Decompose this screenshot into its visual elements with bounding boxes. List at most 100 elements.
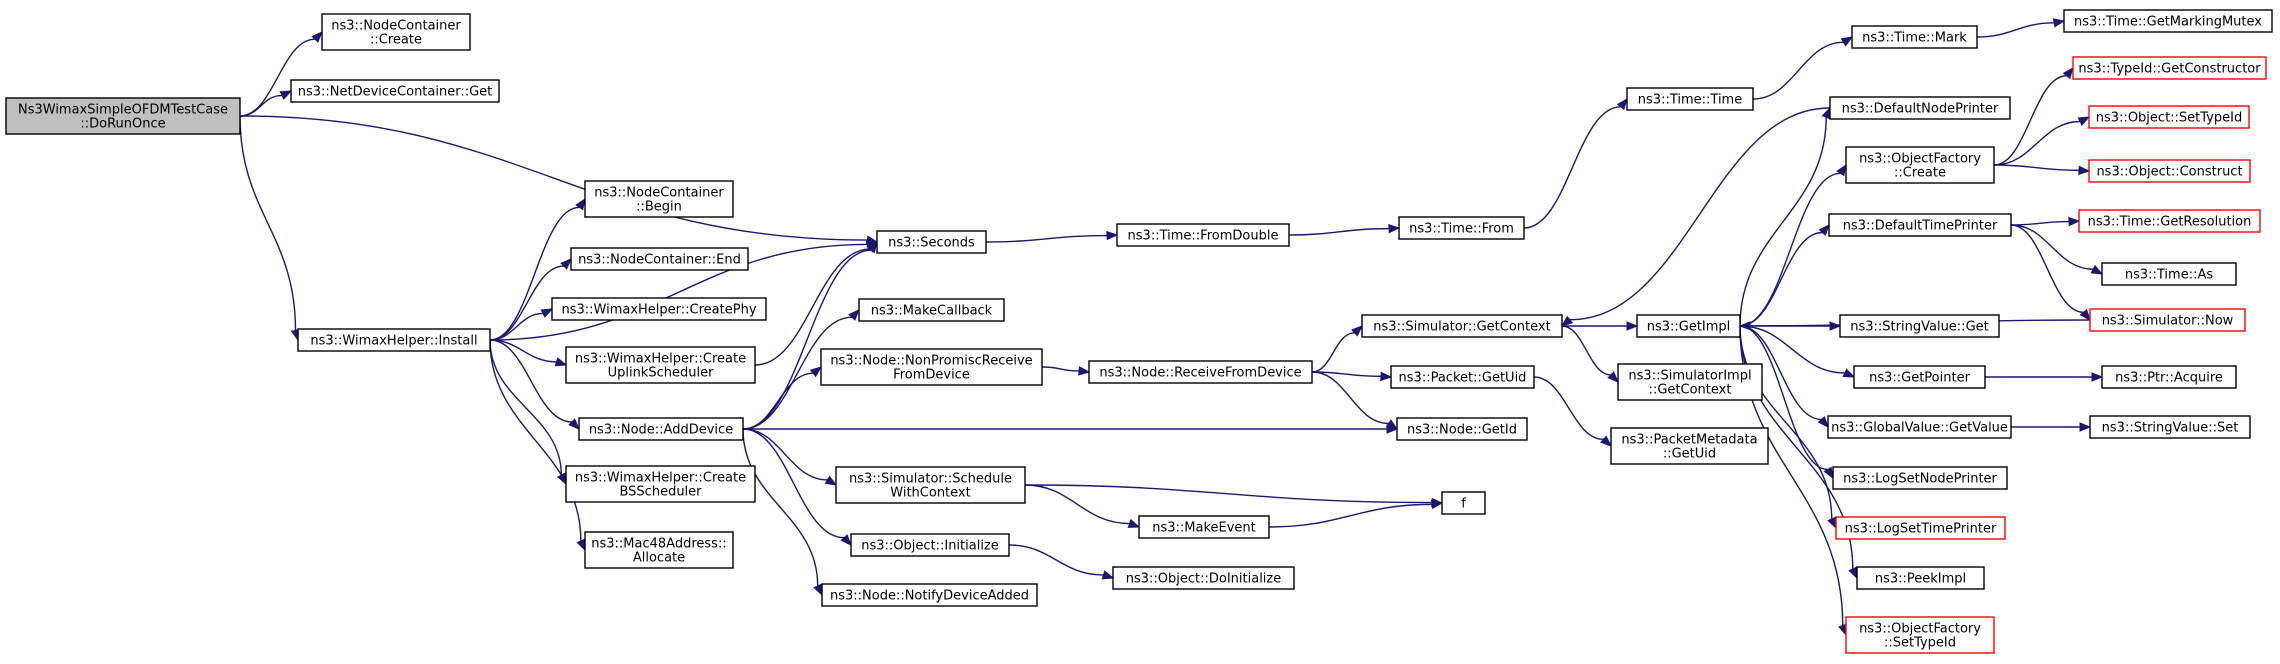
function-node-time-time[interactable]: ns3::Time::Time [1626, 87, 1754, 111]
function-node-root[interactable]: Ns3WimaxSimpleOFDMTestCase::DoRunOnce [5, 97, 241, 135]
node-box [1138, 515, 1270, 539]
function-node-node-getid[interactable]: ns3::Node::GetId [1396, 417, 1528, 441]
edge-line [1739, 325, 1833, 519]
node-label-line: ns3::Time::GetMarkingMutex [2074, 15, 2262, 30]
call-edge-node_adddevice-to-makecallback [742, 309, 860, 430]
call-edge-packet_getuid-to-packetmetadata_getuid [1533, 376, 1613, 447]
node-box [1441, 491, 1486, 515]
call-edge-defaulttimeprinter-to-simulator_now [2010, 224, 2091, 322]
call-edge-time_from-to-time_time [1523, 97, 1628, 229]
function-node-nc-end[interactable]: ns3::NodeContainer::End [570, 247, 749, 271]
edge-line [1993, 164, 2080, 172]
function-node-logsetnodeprinter[interactable]: ns3::LogSetNodePrinter [1832, 466, 2008, 490]
call-edge-root-to-ndc_get [239, 90, 293, 117]
function-node-node-adddevice[interactable]: ns3::Node::AddDevice [578, 417, 744, 441]
edge-line [1739, 325, 1845, 374]
function-node-makeevent[interactable]: ns3::MakeEvent [1138, 515, 1270, 539]
call-edge-root-to-wh_install [239, 115, 300, 342]
function-node-object-initialize[interactable]: ns3::Object::Initialize [850, 533, 1010, 557]
function-node-peekimpl[interactable]: ns3::PeekImpl [1856, 566, 1985, 590]
function-node-simulator-now[interactable]: ns3::Simulator::Now [2089, 308, 2246, 332]
call-edge-time_time-to-time_mark [1752, 36, 1854, 100]
function-node-time-getresolution[interactable]: ns3::Time::GetResolution [2078, 209, 2261, 233]
edge-line [742, 372, 814, 430]
function-node-stringvalue-set[interactable]: ns3::StringValue::Set [2089, 415, 2251, 439]
call-edge-sim_getcontext-to-simimpl_getcontext [1561, 325, 1619, 383]
arrowhead-icon [813, 583, 823, 597]
node-label-line: ns3::ObjectFactory [1859, 622, 1981, 637]
function-nodes: Ns3WimaxSimpleOFDMTestCase::DoRunOncens3… [5, 9, 2273, 654]
node-label-line: ns3::MakeEvent [1152, 521, 1256, 536]
function-node-time-from[interactable]: ns3::Time::From [1398, 216, 1525, 240]
edge-line [1311, 332, 1355, 373]
function-node-object-settypeid[interactable]: ns3::Object::SetTypeId [2088, 105, 2250, 129]
arrowhead-icon [1842, 368, 1856, 378]
edge-line [1311, 371, 1389, 425]
function-node-nc-begin[interactable]: ns3::NodeContainer::Begin [584, 180, 734, 218]
function-node-nc-create[interactable]: ns3::NodeContainer::Create [321, 13, 471, 51]
function-node-ndc-get[interactable]: ns3::NetDeviceContainer::Get [290, 79, 500, 103]
function-node-makecallback[interactable]: ns3::MakeCallback [858, 298, 1005, 322]
arrowhead-icon [311, 31, 323, 43]
function-node-f[interactable]: f [1441, 491, 1486, 515]
arrowhead-icon [1385, 419, 1399, 430]
function-node-globalvalue-getvalue[interactable]: ns3::GlobalValue::GetValue [1827, 415, 2012, 439]
function-node-sim-getcontext[interactable]: ns3::Simulator::GetContext [1361, 314, 1563, 338]
function-node-getimpl[interactable]: ns3::GetImpl [1636, 314, 1741, 338]
function-node-packetmetadata-getuid[interactable]: ns3::PacketMetadata::GetUid [1610, 427, 1769, 465]
node-label-line: ns3::StringValue::Set [2102, 421, 2239, 436]
function-node-defaulttimeprinter[interactable]: ns3::DefaultTimePrinter [1828, 213, 2012, 237]
function-node-time-fromdouble[interactable]: ns3::Time::FromDouble [1116, 223, 1290, 247]
call-edge-root-to-nc_create [239, 31, 323, 117]
function-node-node-notifydeviceadded[interactable]: ns3::Node::NotifyDeviceAdded [821, 583, 1038, 607]
edge-line [1739, 172, 1841, 327]
call-edge-time_fromdouble-to-time_from [1288, 223, 1401, 236]
node-label-line: ::DoRunOnce [80, 117, 165, 132]
function-node-wh-install[interactable]: ns3::WimaxHelper::Install [297, 328, 491, 352]
function-node-time-mark[interactable]: ns3::Time::Mark [1851, 25, 1978, 49]
call-edge-getimpl-to-logsettimeprinter [1739, 325, 1837, 530]
function-node-packet-getuid[interactable]: ns3::Packet::GetUid [1390, 365, 1535, 389]
node-box [1361, 314, 1563, 338]
node-box [2101, 365, 2237, 389]
node-label-line: ns3::Node::NonPromiscReceive [830, 354, 1032, 369]
function-node-time-getmarkingmutex[interactable]: ns3::Time::GetMarkingMutex [2063, 9, 2273, 33]
function-node-time-as[interactable]: ns3::Time::As [2101, 262, 2237, 286]
function-node-typeid-getconstructor[interactable]: ns3::TypeId::GetConstructor [2072, 56, 2267, 80]
function-node-mac48-alloc[interactable]: ns3::Mac48Address::Allocate [584, 531, 734, 569]
node-box [1088, 360, 1313, 384]
node-box [565, 465, 756, 503]
arrowhead-icon [867, 240, 878, 254]
function-node-objectfactory-create[interactable]: ns3::ObjectFactory::Create [1845, 146, 1995, 184]
function-node-defaultnodeprinter[interactable]: ns3::DefaultNodePrinter [1829, 96, 2011, 120]
function-node-node-receivefromdevice[interactable]: ns3::Node::ReceiveFromDevice [1088, 360, 1313, 384]
function-node-objectfactory-settypeid[interactable]: ns3::ObjectFactory::SetTypeId [1845, 616, 1995, 654]
arrowhead-icon [2079, 422, 2092, 432]
arrowhead-icon [1829, 321, 1842, 331]
node-box [321, 13, 471, 51]
function-node-wh-createphy[interactable]: ns3::WimaxHelper::CreatePhy [551, 297, 767, 321]
function-node-logsettimeprinter[interactable]: ns3::LogSetTimePrinter [1835, 516, 2006, 540]
arrowhead-icon [1607, 371, 1619, 383]
function-node-seconds[interactable]: ns3::Seconds [876, 230, 987, 254]
function-node-getpointer[interactable]: ns3::GetPointer [1853, 365, 1986, 389]
function-node-ptr-acquire[interactable]: ns3::Ptr::Acquire [2101, 365, 2237, 389]
arrowhead-icon [1827, 516, 1837, 530]
node-label-line: ns3::Time::From [1409, 222, 1514, 237]
function-node-object-construct[interactable]: ns3::Object::Construct [2088, 159, 2251, 183]
node-box [2101, 262, 2237, 286]
node-label-line: ::Create [370, 33, 422, 48]
function-node-simimpl-getcontext[interactable]: ns3::SimulatorImpl::GetContext [1617, 363, 1763, 401]
edge-line [1024, 484, 1433, 504]
edge-line [2010, 220, 2070, 226]
function-node-stringvalue-get[interactable]: ns3::StringValue::Get [1839, 314, 2000, 338]
arrowhead-icon [575, 197, 586, 211]
node-box [2089, 308, 2246, 332]
function-node-object-doinitialize[interactable]: ns3::Object::DoInitialize [1112, 566, 1295, 590]
node-label-line: ns3::Time::FromDouble [1128, 229, 1279, 244]
arrowhead-icon [1600, 435, 1613, 447]
